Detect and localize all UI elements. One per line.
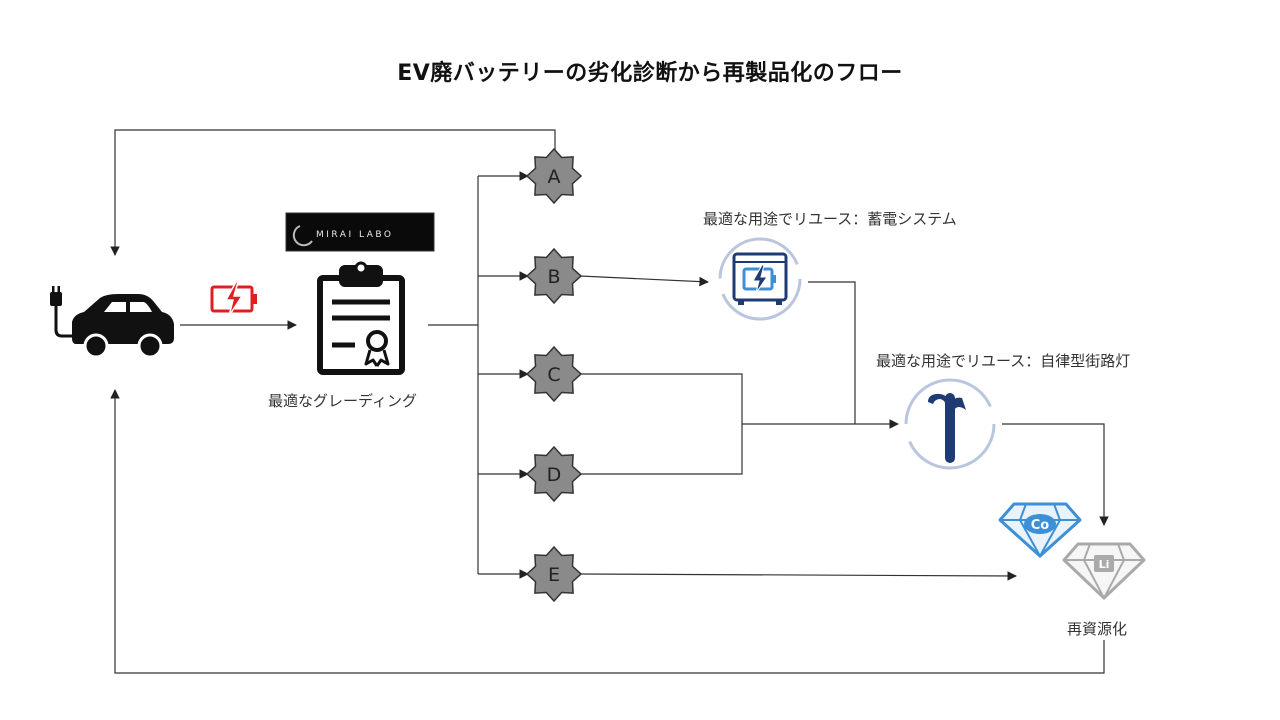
recycle-label: 再資源化 [1067, 620, 1128, 638]
diagram-title: EV廃バッテリーの劣化診断から再製品化のフロー [397, 61, 903, 86]
c-merge-line [580, 373, 743, 475]
grade-node-b: B [525, 247, 583, 305]
grade-node-shape [525, 445, 583, 503]
grade-node-label: A [548, 166, 561, 188]
svg-text:Li: Li [1099, 558, 1110, 571]
return-line-top [110, 129, 556, 256]
grade-node-shape [525, 345, 583, 403]
reuse-streetlight-label: 最適な用途でリユース：自律型街路灯 [876, 352, 1131, 370]
mirai-labo-logo: MIRAI LABO [285, 212, 435, 252]
charging-battery-icon [210, 281, 257, 317]
grade-node-label: D [547, 464, 562, 486]
grade-node-d: D [525, 445, 583, 503]
reuse-storage-label: 最適な用途でリユース：蓄電システム [703, 210, 957, 228]
grade-nodes: A B C D E [525, 147, 583, 603]
grading-label: 最適なグレーディング [268, 392, 417, 410]
grade-node-a: A [525, 147, 583, 205]
b-to-storage-arrow [579, 275, 709, 287]
connectors [110, 129, 1109, 674]
storage-to-streetlight-line [808, 281, 856, 424]
streetlight-icon [904, 378, 996, 470]
svg-text:MIRAI LABO: MIRAI LABO [316, 230, 393, 240]
grade-node-label: C [547, 364, 560, 386]
certificate-clipboard-icon [317, 261, 405, 375]
svg-text:Co: Co [1031, 518, 1050, 533]
grade-node-shape [525, 247, 583, 305]
car-with-plug-icon [50, 286, 174, 359]
lithium-diamond-icon: Li [1062, 542, 1146, 601]
e-to-recycle-arrow [579, 571, 1017, 581]
return-line-bottom [110, 389, 1105, 674]
grade-node-shape [525, 545, 583, 603]
grade-node-c: C [525, 345, 583, 403]
grade-node-label: B [547, 266, 560, 288]
cobalt-diamond-icon: Co [998, 502, 1082, 559]
energy-storage-system-icon [718, 237, 802, 321]
grade-node-e: E [525, 545, 583, 603]
streetlight-to-recycle-arrow [1002, 423, 1109, 526]
grade-node-shape [525, 147, 583, 205]
grade-node-label: E [548, 564, 560, 586]
